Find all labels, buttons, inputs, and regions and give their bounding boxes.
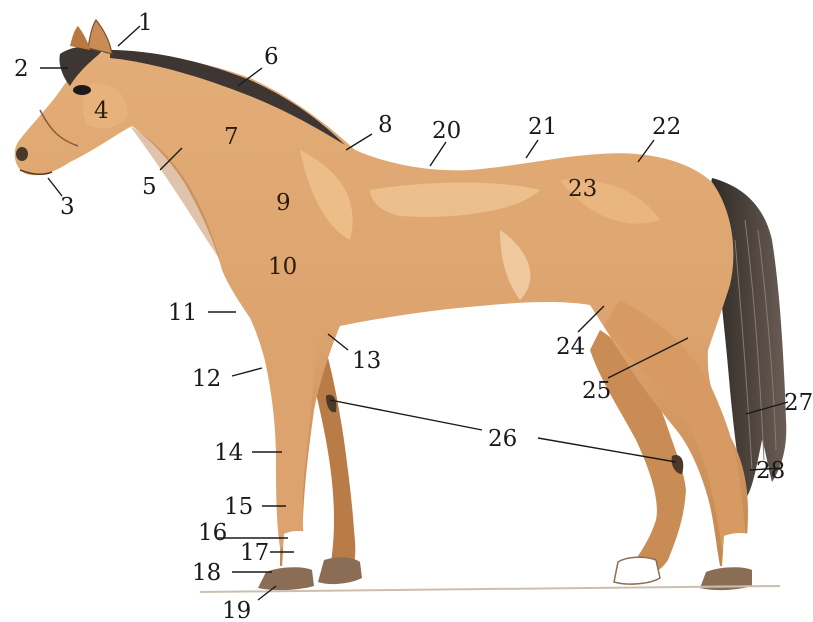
near-hind-pastern (722, 533, 756, 566)
label-17: 17 (240, 540, 269, 566)
label-5: 5 (142, 174, 157, 200)
ear-far (70, 26, 90, 50)
ear (88, 20, 112, 54)
label-11: 11 (168, 300, 197, 326)
near-fore-pastern (282, 531, 312, 568)
near-fore-hoof (258, 567, 314, 590)
leader-line-8 (346, 134, 372, 150)
label-16: 16 (198, 520, 227, 546)
nostril (16, 147, 28, 161)
label-7: 7 (224, 124, 239, 150)
leader-line-26a (330, 400, 482, 430)
label-6: 6 (264, 44, 279, 70)
leader-line-12 (232, 368, 262, 376)
leader-line-1 (118, 26, 140, 46)
label-18: 18 (192, 560, 221, 586)
label-23: 23 (568, 176, 597, 202)
label-27: 27 (784, 390, 813, 416)
horse-illustration (15, 20, 787, 592)
label-12: 12 (192, 366, 221, 392)
label-26: 26 (488, 426, 517, 452)
label-3: 3 (60, 194, 75, 220)
label-10: 10 (268, 254, 297, 280)
leader-line-21 (526, 140, 538, 158)
eye (73, 85, 91, 95)
label-14: 14 (214, 440, 243, 466)
label-2: 2 (14, 56, 29, 82)
label-20: 20 (432, 118, 461, 144)
label-8: 8 (378, 112, 393, 138)
far-hind-hoof (614, 557, 660, 584)
label-1: 1 (138, 10, 153, 36)
label-25: 25 (582, 378, 611, 404)
far-fore-hoof (318, 557, 362, 584)
leader-line-20 (430, 142, 446, 166)
label-22: 22 (652, 114, 681, 140)
label-21: 21 (528, 114, 557, 140)
label-9: 9 (276, 190, 291, 216)
label-19: 19 (222, 598, 251, 622)
label-24: 24 (556, 334, 585, 360)
label-28: 28 (756, 458, 785, 484)
label-4: 4 (94, 98, 109, 124)
label-15: 15 (224, 494, 253, 520)
label-13: 13 (352, 348, 381, 374)
